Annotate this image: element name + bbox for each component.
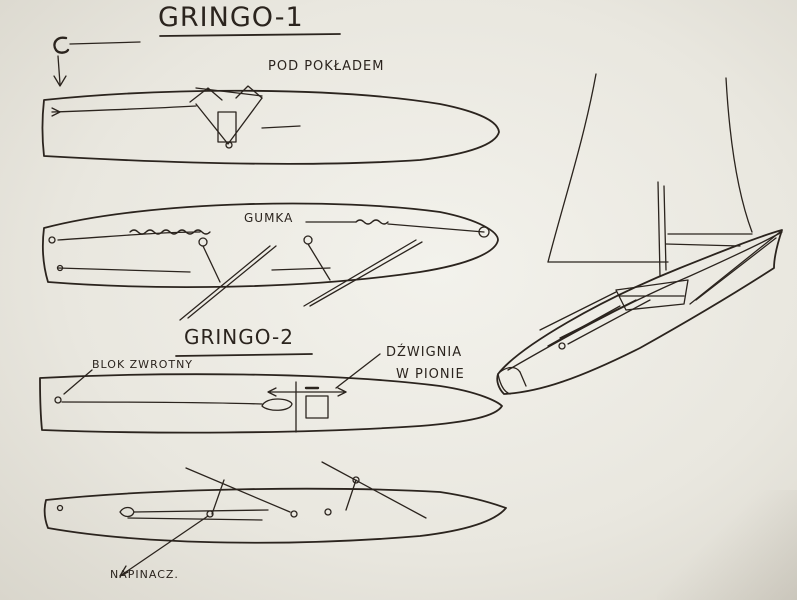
title-gringo-1: GRINGO-1 [158,2,304,33]
dzwignia-pointer-line [335,353,381,389]
label-gumka: GUMKA [244,211,293,225]
label-dzwignia: DŹWIGNIA [386,344,462,360]
boat-perspective-sketch [496,73,783,395]
title-gringo-2: GRINGO-2 [184,325,294,349]
blok-pointer-line [63,369,93,395]
title-1-underline [159,33,341,37]
title-2-underline [175,353,313,357]
label-napinacz: NAPINACZ. [110,568,179,581]
hull-4-deck-view [43,461,507,577]
hull-3-below-deck [39,373,503,434]
label-pod-pokladem: POD POKŁADEM [268,59,384,74]
hull-1-top-view [41,85,500,165]
label-w-pionie: W PIONIE [396,367,465,382]
hook-symbol-icon [53,36,141,87]
label-blok-zwrotny: BLOK ZWROTNY [92,358,193,371]
hull-2-deck-view [41,202,499,321]
